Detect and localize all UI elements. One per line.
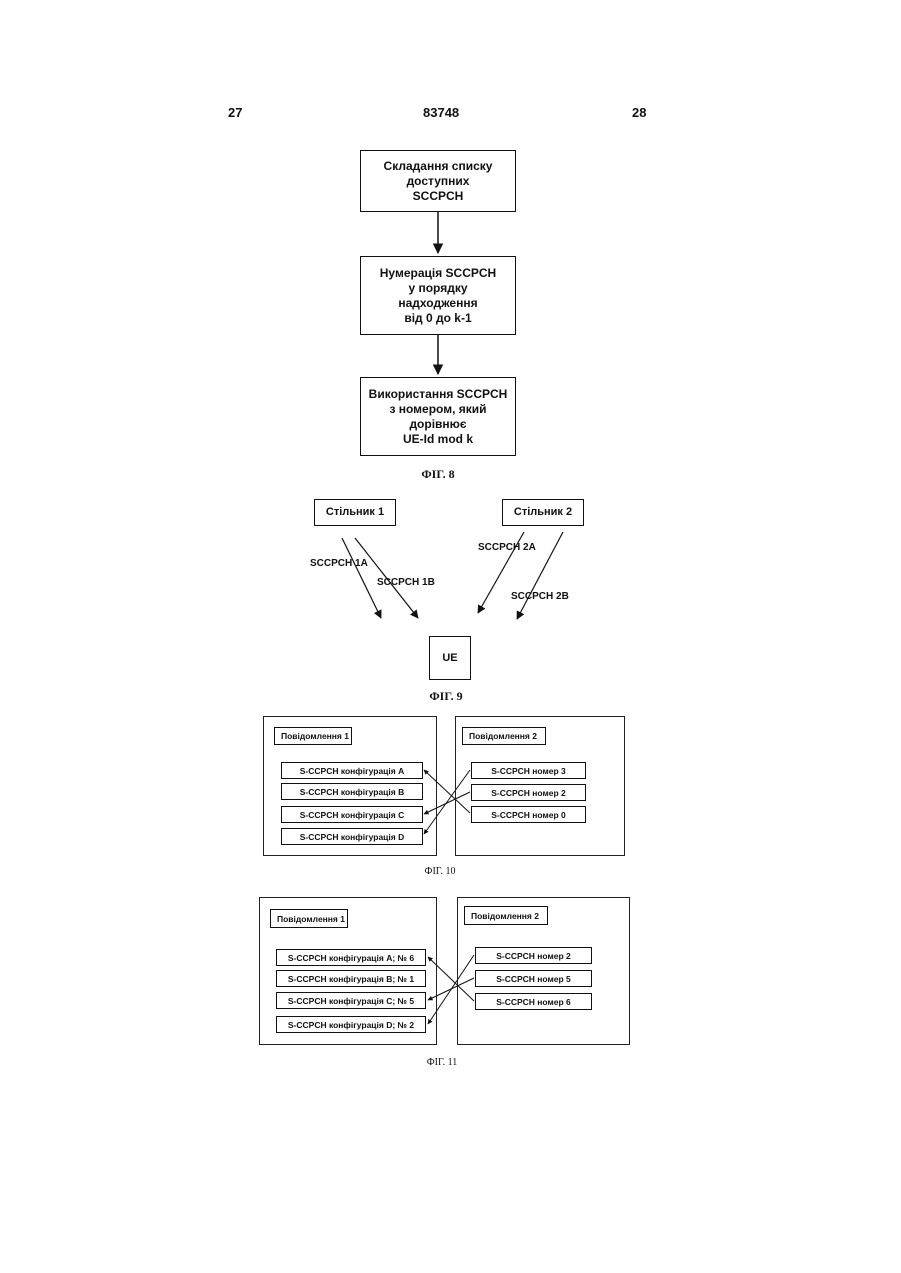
fig11-config-c: S-CCPCH конфігурація C; № 5 [276, 992, 426, 1009]
fig9-cell-2: Стільник 2 [502, 499, 584, 526]
fig11-message-2-label: Повідомлення 2 [464, 906, 548, 925]
fig10-caption: ФІГ. 10 [425, 866, 456, 877]
fig9-cell-1: Стільник 1 [314, 499, 396, 526]
fig8-step-3: Використання SCCPCH з номером, який дорі… [360, 377, 516, 456]
fig9-label-sccpch-2b: SCCPCH 2B [511, 591, 569, 602]
fig8-step-1: Складання списку доступних SCCPCH [360, 150, 516, 212]
fig11-number-2: S-CCPCH номер 2 [475, 947, 592, 964]
fig11-caption: ФІГ. 11 [427, 1057, 458, 1068]
fig11-config-b: S-CCPCH конфігурація B; № 1 [276, 970, 426, 987]
fig10-config-c: S-CCPCH конфігурація C [281, 806, 423, 823]
fig11-number-5: S-CCPCH номер 5 [475, 970, 592, 987]
fig10-number-0: S-CCPCH номер 0 [471, 806, 586, 823]
fig10-config-d: S-CCPCH конфігурація D [281, 828, 423, 845]
fig10-number-2: S-CCPCH номер 2 [471, 784, 586, 801]
fig10-config-b: S-CCPCH конфігурація B [281, 783, 423, 800]
fig9-label-sccpch-1b: SCCPCH 1B [377, 577, 435, 588]
fig8-caption: ФІГ. 8 [421, 467, 454, 482]
fig9-arrow-1a [342, 538, 381, 618]
fig11-number-6: S-CCPCH номер 6 [475, 993, 592, 1010]
fig9-label-sccpch-1a: SCCPCH 1A [310, 558, 368, 569]
fig9-caption: ФІГ. 9 [429, 689, 462, 704]
fig9-label-sccpch-2a: SCCPCH 2A [478, 542, 536, 553]
fig11-config-a: S-CCPCH конфігурація A; № 6 [276, 949, 426, 966]
fig9-ue-box: UE [429, 636, 471, 680]
fig10-message-2-label: Повідомлення 2 [462, 727, 546, 745]
fig11-message-1-label: Повідомлення 1 [270, 909, 348, 928]
fig10-config-a: S-CCPCH конфігурація A [281, 762, 423, 779]
fig11-config-d: S-CCPCH конфігурація D; № 2 [276, 1016, 426, 1033]
fig10-number-3: S-CCPCH номер 3 [471, 762, 586, 779]
fig10-message-1-label: Повідомлення 1 [274, 727, 352, 745]
fig8-step-2: Нумерація SCCPCH у порядку надходження в… [360, 256, 516, 335]
